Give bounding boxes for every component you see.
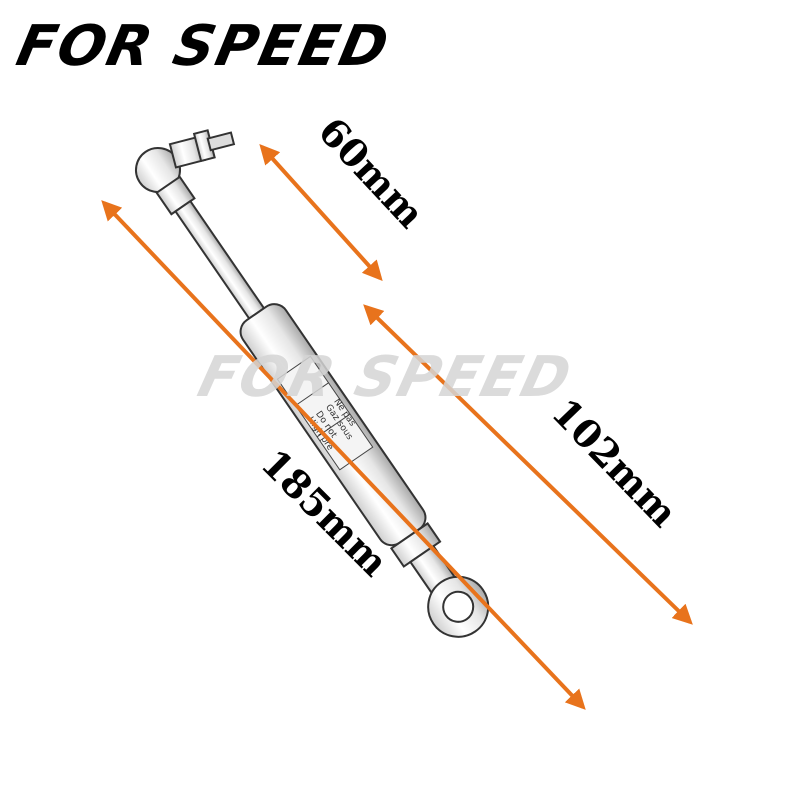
- watermark: FOR SPEED: [191, 345, 579, 410]
- dimension-arrow-185mm: [101, 200, 586, 710]
- piston-rod: [174, 199, 266, 320]
